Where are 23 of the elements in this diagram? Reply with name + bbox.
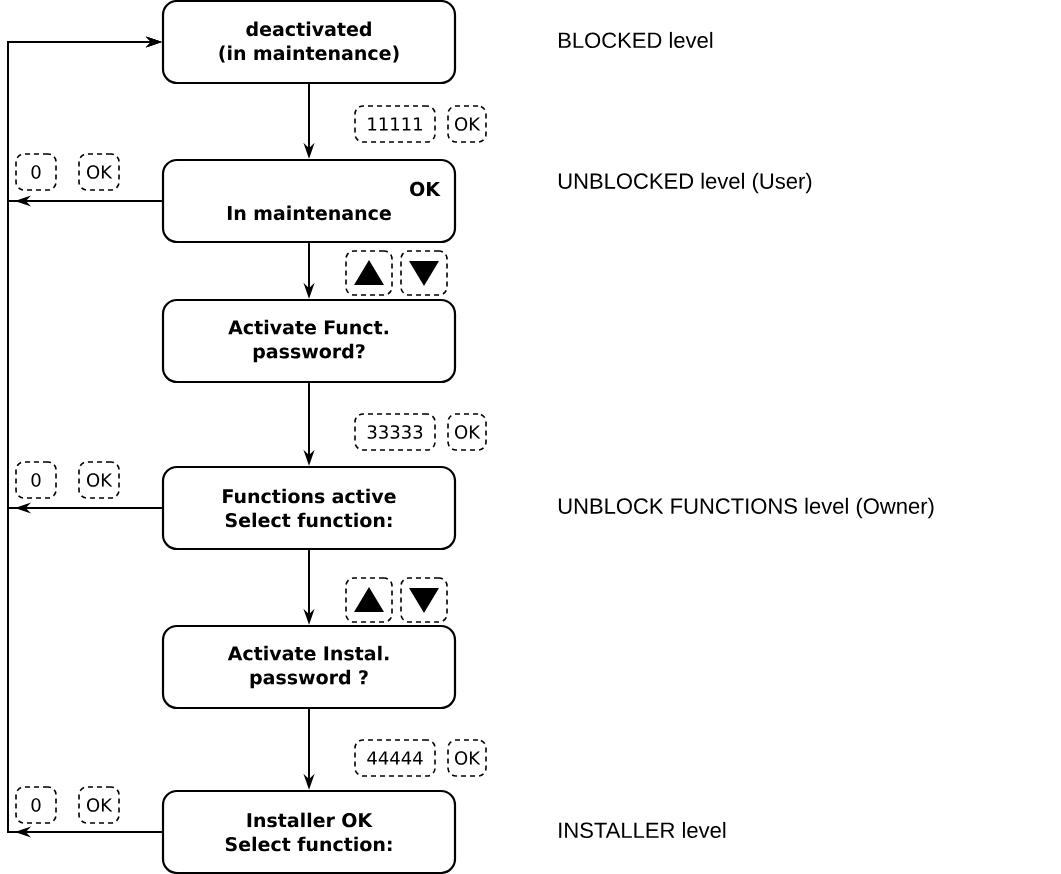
display-box: OK In maintenance bbox=[161, 158, 457, 244]
key-button: OK bbox=[78, 786, 120, 824]
level-label: BLOCKED level bbox=[559, 31, 713, 49]
key-button: 0 bbox=[15, 786, 57, 824]
key-button: 33333 bbox=[354, 413, 436, 451]
key-button: OK bbox=[447, 413, 487, 451]
key-button: OK bbox=[78, 461, 120, 499]
return-arrow bbox=[7, 36, 163, 838]
key-button: 0 bbox=[15, 153, 57, 191]
key-button: OK bbox=[78, 153, 120, 191]
level-label: UNBLOCK FUNCTIONS level (Owner) bbox=[558, 497, 934, 519]
key-button: 11111 bbox=[354, 105, 436, 143]
key-button: 44444 bbox=[354, 739, 436, 777]
key-button: OK bbox=[447, 105, 487, 143]
display-box: Installer OK Select function: bbox=[161, 789, 457, 874]
display-box: Activate Instal. password ? bbox=[161, 624, 457, 710]
level-label: UNBLOCKED level (User) bbox=[558, 172, 812, 194]
key-button: OK bbox=[447, 739, 487, 777]
level-label: INSTALLER level bbox=[559, 821, 726, 839]
display-box: Functions active Select function: bbox=[161, 465, 457, 551]
display-box: deactivated (in maintenance) bbox=[161, 0, 457, 85]
display-box: Activate Funct. password? bbox=[161, 298, 457, 384]
key-button: 0 bbox=[15, 461, 57, 499]
